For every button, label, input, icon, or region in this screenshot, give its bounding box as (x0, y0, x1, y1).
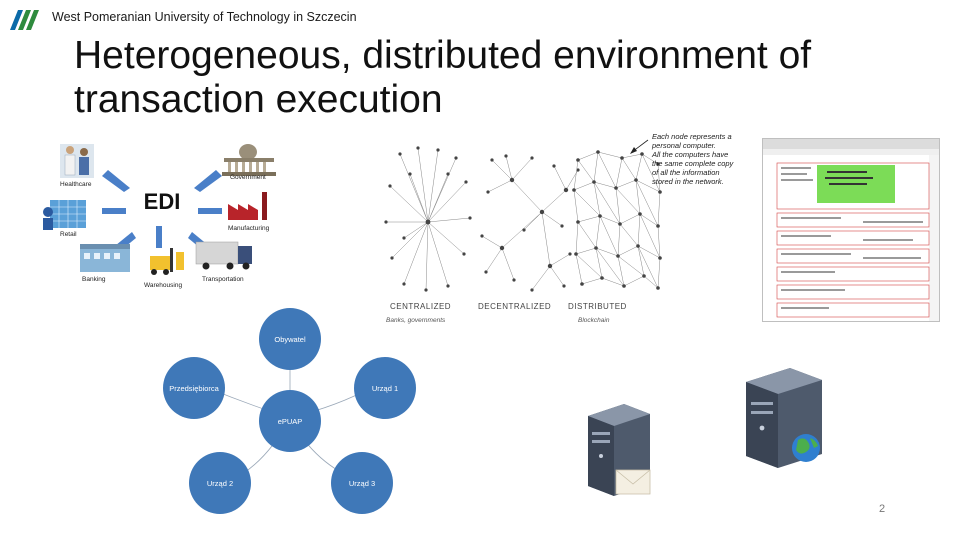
university-logo (8, 8, 40, 32)
label-distributed: DISTRIBUTED (568, 302, 627, 311)
label-banks-governments: Banks, governments (386, 317, 446, 324)
form-screenshot (762, 138, 940, 322)
label-decentralized: DECENTRALIZED (478, 302, 552, 311)
edi-label-retail: Retail (60, 231, 77, 238)
node-epuap: ePUAP (259, 390, 321, 452)
edi-label-warehousing: Warehousing (144, 282, 183, 289)
node-urzad-2: Urząd 2 (189, 452, 251, 514)
edi-label-government: Government (230, 174, 266, 181)
label-centralized: CENTRALIZED (390, 302, 452, 311)
edi-label-manufacturing: Manufacturing (228, 225, 270, 232)
label-blockchain: Blockchain (578, 317, 610, 324)
page-number: 2 (879, 503, 886, 515)
edi-center-label: EDI (144, 189, 181, 214)
edi-diagram: EDI Healthcare Retail Banking Warehousin… (38, 130, 294, 294)
network-note: Each node represents a personal computer… (652, 132, 734, 186)
university-name: West Pomeranian University of Technology… (52, 10, 357, 24)
slide-title: Heterogeneous, distributed environment o… (74, 34, 812, 121)
epuap-diagram: Obywatel Urząd 1 ePUAP Przedsiębiorca Ur… (160, 305, 420, 520)
edi-label-transportation: Transportation (202, 276, 244, 283)
web-server-icon (736, 360, 832, 470)
node-obywatel: Obywatel (259, 308, 321, 370)
edi-label-healthcare: Healthcare (60, 181, 92, 188)
network-topologies: Each node represents a personal computer… (382, 130, 754, 328)
mail-server-icon (580, 398, 658, 502)
node-przedsiebiorca: Przedsiębiorca (163, 357, 225, 419)
edi-label-banking: Banking (82, 276, 106, 283)
node-urzad-1: Urząd 1 (354, 357, 416, 419)
node-urzad-3: Urząd 3 (331, 452, 393, 514)
